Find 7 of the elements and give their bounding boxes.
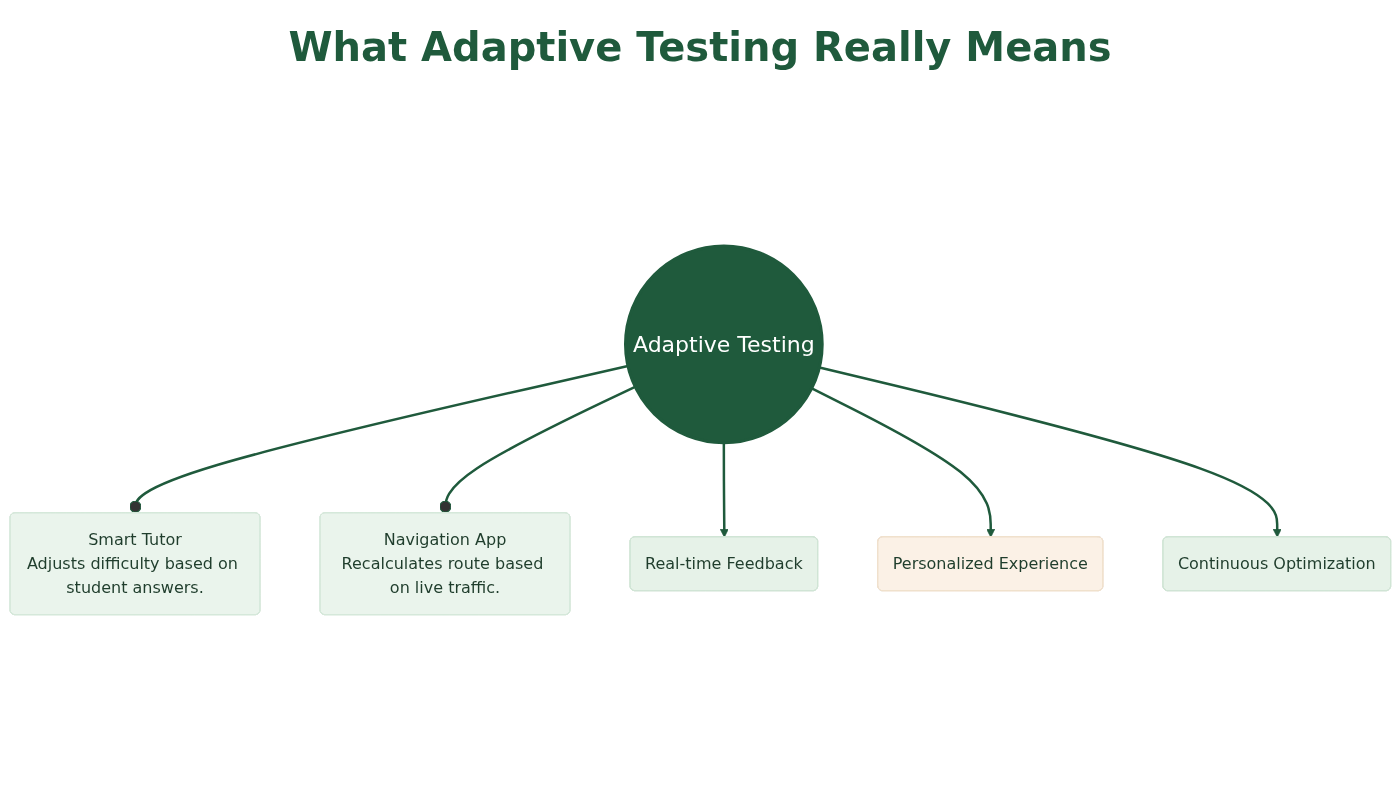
arrow — [719, 442, 729, 538]
title: What Adaptive Testing Really Means — [288, 24, 1112, 70]
connector — [439, 385, 636, 514]
arrow — [818, 366, 1282, 538]
arrow — [810, 387, 995, 538]
node-circle: Adaptive Testing — [623, 244, 824, 445]
connector — [129, 365, 628, 514]
